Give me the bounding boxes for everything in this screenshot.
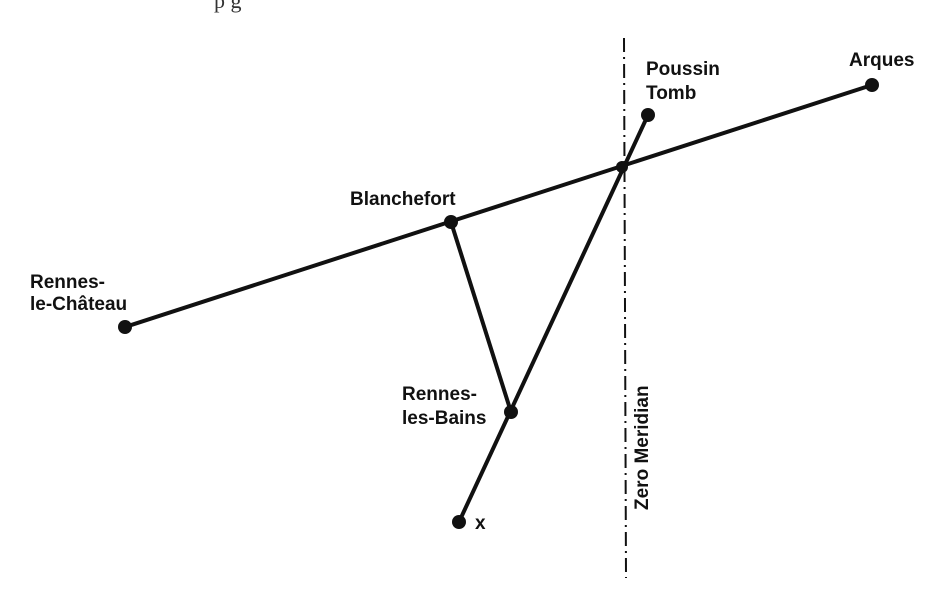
point-intersection [616, 161, 628, 173]
point-arques [865, 78, 879, 92]
point-poussin-tomb [641, 108, 655, 122]
zero-meridian-line [623, 37, 627, 579]
point-blanchefort [444, 215, 458, 229]
line-blanchefort-to-rennes-les-bains [449, 220, 513, 414]
label-rennes-les-bains: Rennes-les-Bains [402, 384, 486, 429]
line-poussin-tomb-to-x [457, 113, 650, 524]
label-arques: Arques [849, 50, 914, 71]
line-rennes-le-chateau-to-arques [123, 83, 874, 329]
label-rennes-le-chateau: Rennes-le-Château [30, 272, 127, 315]
point-rennes-le-chateau [118, 320, 132, 334]
cropped-top-text: p g [214, 0, 242, 13]
label-x: x [475, 513, 486, 534]
label-blanchefort: Blanchefort [350, 189, 456, 210]
point-rennes-les-bains [504, 405, 518, 419]
label-zero-meridian: Zero Meridian [632, 385, 653, 510]
point-x [452, 515, 466, 529]
